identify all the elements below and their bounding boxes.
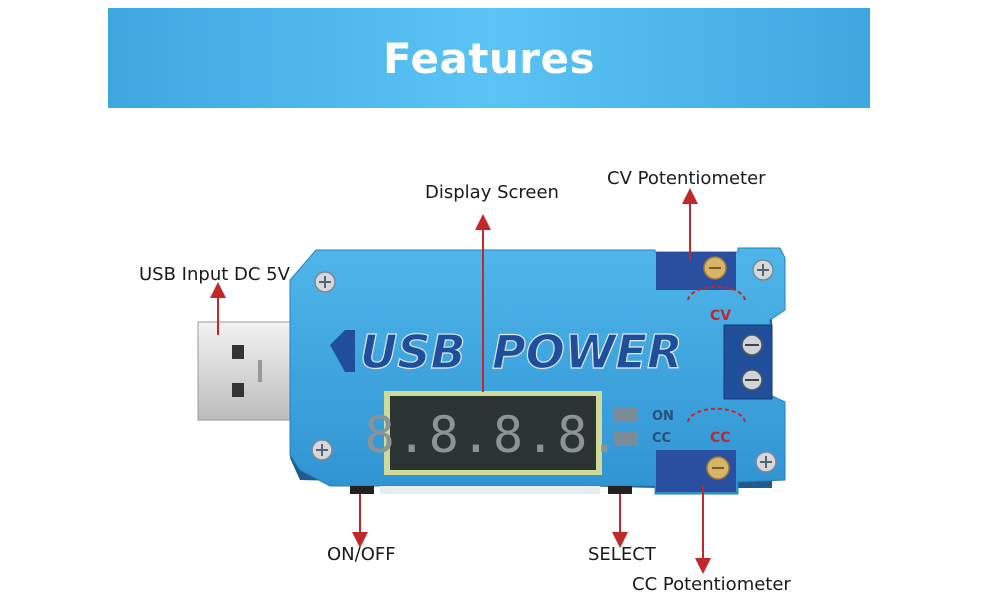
label-usb-input: USB Input DC 5V bbox=[139, 264, 290, 285]
board-edge-strip bbox=[380, 486, 600, 494]
screw-bottom-right-icon bbox=[755, 451, 777, 473]
cc-knob-marking: CC bbox=[687, 407, 747, 446]
display-screen: 8.8.8.8. bbox=[365, 391, 622, 475]
indicator-cc-label: CC bbox=[652, 431, 671, 446]
label-cc-potentiometer: CC Potentiometer bbox=[632, 574, 791, 595]
label-cv-potentiometer: CV Potentiometer bbox=[607, 168, 766, 189]
logo-usb-text: USB bbox=[360, 325, 466, 379]
cc-knob-label: CC bbox=[710, 430, 731, 446]
output-terminal-block bbox=[723, 324, 773, 400]
banner-title: Features bbox=[383, 33, 595, 83]
screw-top-right-icon bbox=[752, 259, 774, 281]
usb-plug bbox=[197, 321, 297, 421]
display-digits: 8.8.8.8. bbox=[365, 406, 622, 464]
screw-top-left-icon bbox=[314, 271, 336, 293]
usb-power-logo: USB POWER bbox=[330, 324, 683, 380]
features-banner: Features bbox=[108, 8, 870, 108]
cv-knob-marking: CV bbox=[687, 285, 747, 324]
on-off-button[interactable] bbox=[350, 486, 374, 494]
cv-knob-label: CV bbox=[710, 308, 731, 324]
label-on-off: ON/OFF bbox=[327, 544, 396, 565]
indicator-on-label: ON bbox=[652, 409, 674, 424]
select-button[interactable] bbox=[608, 486, 632, 494]
cc-potentiometer[interactable] bbox=[656, 450, 736, 492]
screw-bottom-left-icon bbox=[311, 439, 333, 461]
label-display-screen: Display Screen bbox=[425, 182, 559, 203]
label-select: SELECT bbox=[588, 544, 656, 565]
logo-power-text: POWER bbox=[492, 325, 682, 379]
indicator-panel: ON CC bbox=[614, 408, 674, 446]
cv-potentiometer[interactable] bbox=[656, 252, 736, 290]
